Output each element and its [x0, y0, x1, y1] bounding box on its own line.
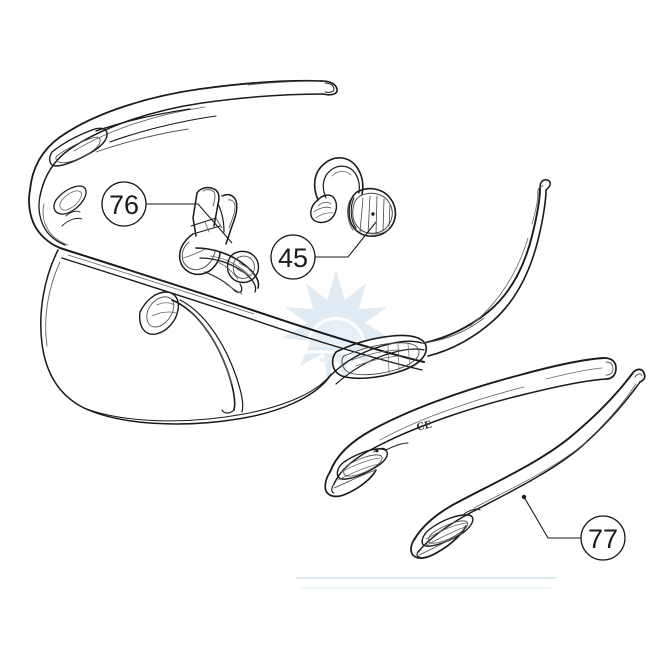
- callout-77-circle[interactable]: [580, 515, 626, 561]
- part-temple-arm-lower: [410, 368, 646, 559]
- part-temple-arm-upper: [324, 357, 617, 498]
- leader-line-77: [523, 496, 581, 539]
- callout-45-label: 45: [278, 243, 308, 273]
- callout-77[interactable]: 77: [580, 515, 626, 561]
- leader-line-76: [146, 203, 233, 244]
- watermark-rule: [296, 577, 556, 590]
- leader-line-45: [315, 221, 377, 258]
- leader-dot-77: [521, 494, 527, 500]
- callout-leaders: [146, 203, 581, 539]
- callout-76-label: 76: [109, 190, 139, 220]
- ce-mark-label: CE: [415, 419, 432, 434]
- part-nose-piece-pads: [310, 157, 397, 237]
- callout-76-circle[interactable]: [101, 181, 147, 227]
- ce-marking: CE: [415, 419, 432, 434]
- part-nose-bridge-assembly: [178, 186, 260, 295]
- callout-76[interactable]: 76: [101, 181, 147, 227]
- main-eyewear-frame: [28, 79, 551, 425]
- callout-45-circle[interactable]: [270, 234, 316, 280]
- callout-77-label: 77: [588, 524, 618, 554]
- callout-45[interactable]: 45: [270, 234, 316, 280]
